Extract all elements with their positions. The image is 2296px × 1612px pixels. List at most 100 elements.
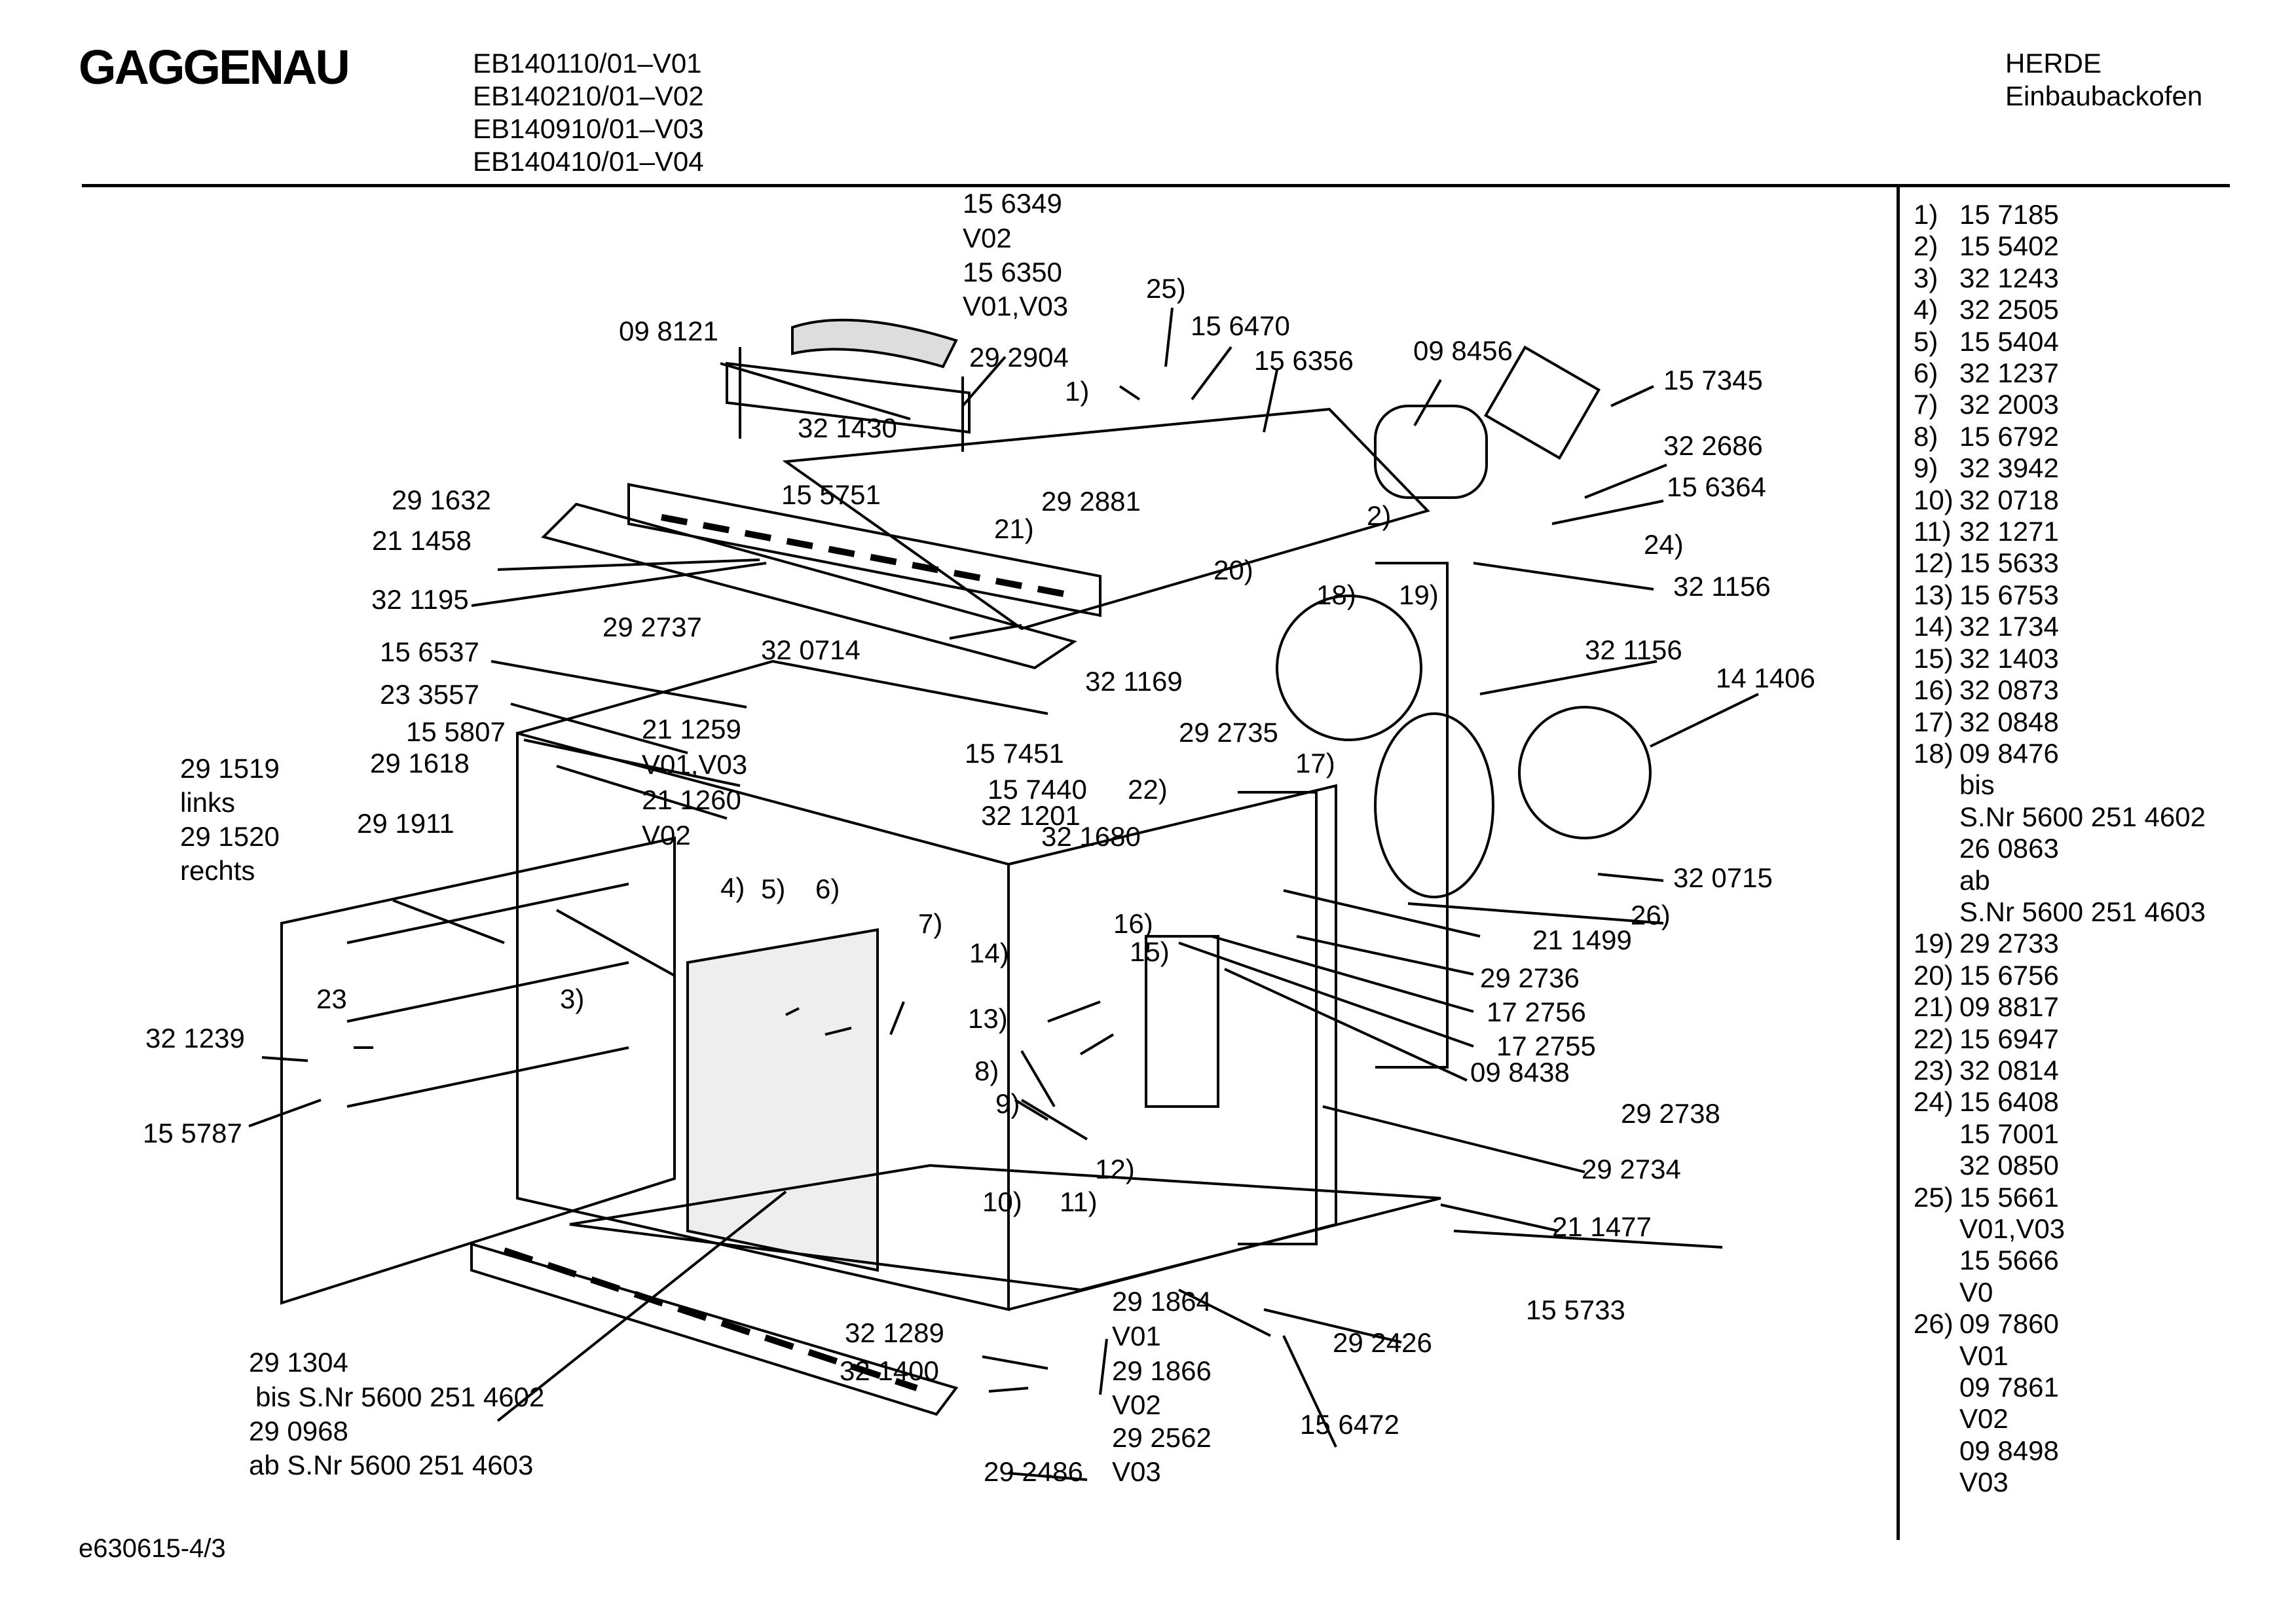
part-label: V01 [1112,1321,1161,1351]
legend-part-number: 15 7001 [1959,1118,2059,1149]
legend-part-number: 32 1243 [1959,262,2059,293]
legend-part-number: 32 2003 [1959,389,2059,420]
legend-number [1914,1118,1959,1150]
part-label: 29 1519 [180,753,280,784]
part-label: 29 1911 [357,808,454,839]
legend-row: 6)32 1237 [1914,357,2206,389]
legend-number: 22) [1914,1023,1953,1054]
category-block: HERDE Einbaubackofen [2005,47,2202,113]
legend-row: 17)32 0848 [1914,706,2206,738]
part-label: 10) [982,1186,1022,1217]
part-label: ab S.Nr 5600 251 4603 [249,1450,533,1480]
part-label: 29 1520 [180,821,280,852]
part-label: 29 1632 [392,485,491,515]
part-label: 22) [1128,774,1168,805]
legend-number [1914,896,1959,928]
part-label: 21 1260 [642,784,741,815]
part-label: 29 2737 [602,612,702,642]
part-label: links [180,787,235,818]
legend-part-number: 09 7860 [1959,1308,2059,1340]
model-number: EB140410/01–V04 [473,146,704,177]
legend-part-number: 32 3942 [1959,452,2059,484]
part-label: 32 1156 [1585,634,1682,665]
legend-part-number: 09 8817 [1959,991,2059,1023]
part-label: 29 2738 [1621,1098,1720,1129]
legend-part-number: 32 0848 [1959,706,2059,737]
legend-row: 4)32 2505 [1914,294,2206,325]
legend-number [1914,1245,1959,1276]
legend-number: 21) [1914,991,1953,1023]
model-list: EB140110/01–V01 EB140210/01–V02 EB140910… [473,47,704,178]
model-number: EB140110/01–V01 [473,48,702,79]
part-label: 29 1864 [1112,1286,1212,1317]
part-label: 32 1156 [1673,571,1771,602]
part-label: 32 1680 [1041,821,1141,852]
door-glass [346,883,629,1108]
part-label: 15 7440 [988,774,1087,805]
legend-part-number: 15 5661 [1959,1181,2059,1213]
control-rail [627,483,1102,617]
legend-number [1914,1277,1959,1308]
part-label: 15 5733 [1526,1294,1625,1325]
side-hanger [1238,791,1318,1245]
model-number: EB140210/01–V02 [473,81,704,111]
legend-part-number: 15 5633 [1959,547,2059,579]
legend-part-number: 32 1403 [1959,642,2059,674]
part-label: 26) [1631,900,1671,930]
legend-row: 20)15 6756 [1914,960,2206,991]
legend-part-number: 09 8498 [1959,1435,2059,1466]
legend-number: 16) [1914,674,1953,706]
legend-row: 11)32 1271 [1914,516,2206,547]
oven-top-edge [517,659,1048,735]
legend-number: 2) [1914,230,1938,262]
control-bracket [726,361,971,434]
legend-number: 14) [1914,611,1953,642]
part-label: 15 7451 [965,738,1064,769]
part-label: 11) [1060,1186,1098,1217]
part-label: V02 [1112,1389,1161,1420]
legend-part-number: 32 1237 [1959,357,2059,389]
legend-part-number: 32 0850 [1959,1150,2059,1181]
legend-row: 16)32 0873 [1914,674,2206,706]
legend-part-number: 15 6753 [1959,579,2059,610]
part-label: 12) [1095,1154,1135,1184]
legend-number [1914,1403,1959,1435]
legend-part-number: 15 5402 [1959,230,2059,262]
part-label: 29 1618 [370,748,470,779]
part-label: 29 2426 [1333,1327,1432,1358]
part-label: 9) [995,1088,1020,1119]
part-label: 21 1259 [642,714,741,744]
part-label: 32 1201 [981,800,1081,831]
legend-number: 15) [1914,642,1953,674]
part-label: 32 1289 [845,1317,944,1348]
legend-number: 1) [1914,199,1938,230]
part-label: 5) [761,873,785,904]
heating-element-cover [1145,935,1219,1108]
oven-door [280,836,676,1305]
legend-row: V01,V03 [1914,1213,2206,1245]
document-id: e630615-4/3 [79,1534,226,1563]
legend-part-number: 15 5404 [1959,325,2059,357]
legend-row: 23)32 0814 [1914,1055,2206,1086]
legend-number [1914,1372,1959,1403]
part-label: 29 2735 [1179,717,1278,748]
part-label: 09 8438 [1470,1057,1570,1088]
fan-motor [1276,595,1422,741]
blower-motor [1374,405,1488,499]
part-label: 2) [1367,500,1391,531]
legend-part-number: V02 [1959,1403,2009,1435]
part-label: 18) [1316,579,1356,610]
legend-row: 3)32 1243 [1914,263,2206,294]
legend-part-number: 09 8476 [1959,737,2059,769]
legend-part-number: 32 1734 [1959,611,2059,642]
part-label: 25) [1146,273,1186,304]
part-label: 24) [1644,529,1684,560]
part-label: 15 5751 [781,479,881,510]
part-label: 21 1458 [372,525,472,556]
part-label: 21 1477 [1552,1211,1652,1242]
part-label: 13) [968,1003,1008,1034]
top-tray [541,502,1077,670]
part-label: 15 6472 [1300,1409,1399,1440]
part-label: 32 2686 [1663,430,1763,461]
